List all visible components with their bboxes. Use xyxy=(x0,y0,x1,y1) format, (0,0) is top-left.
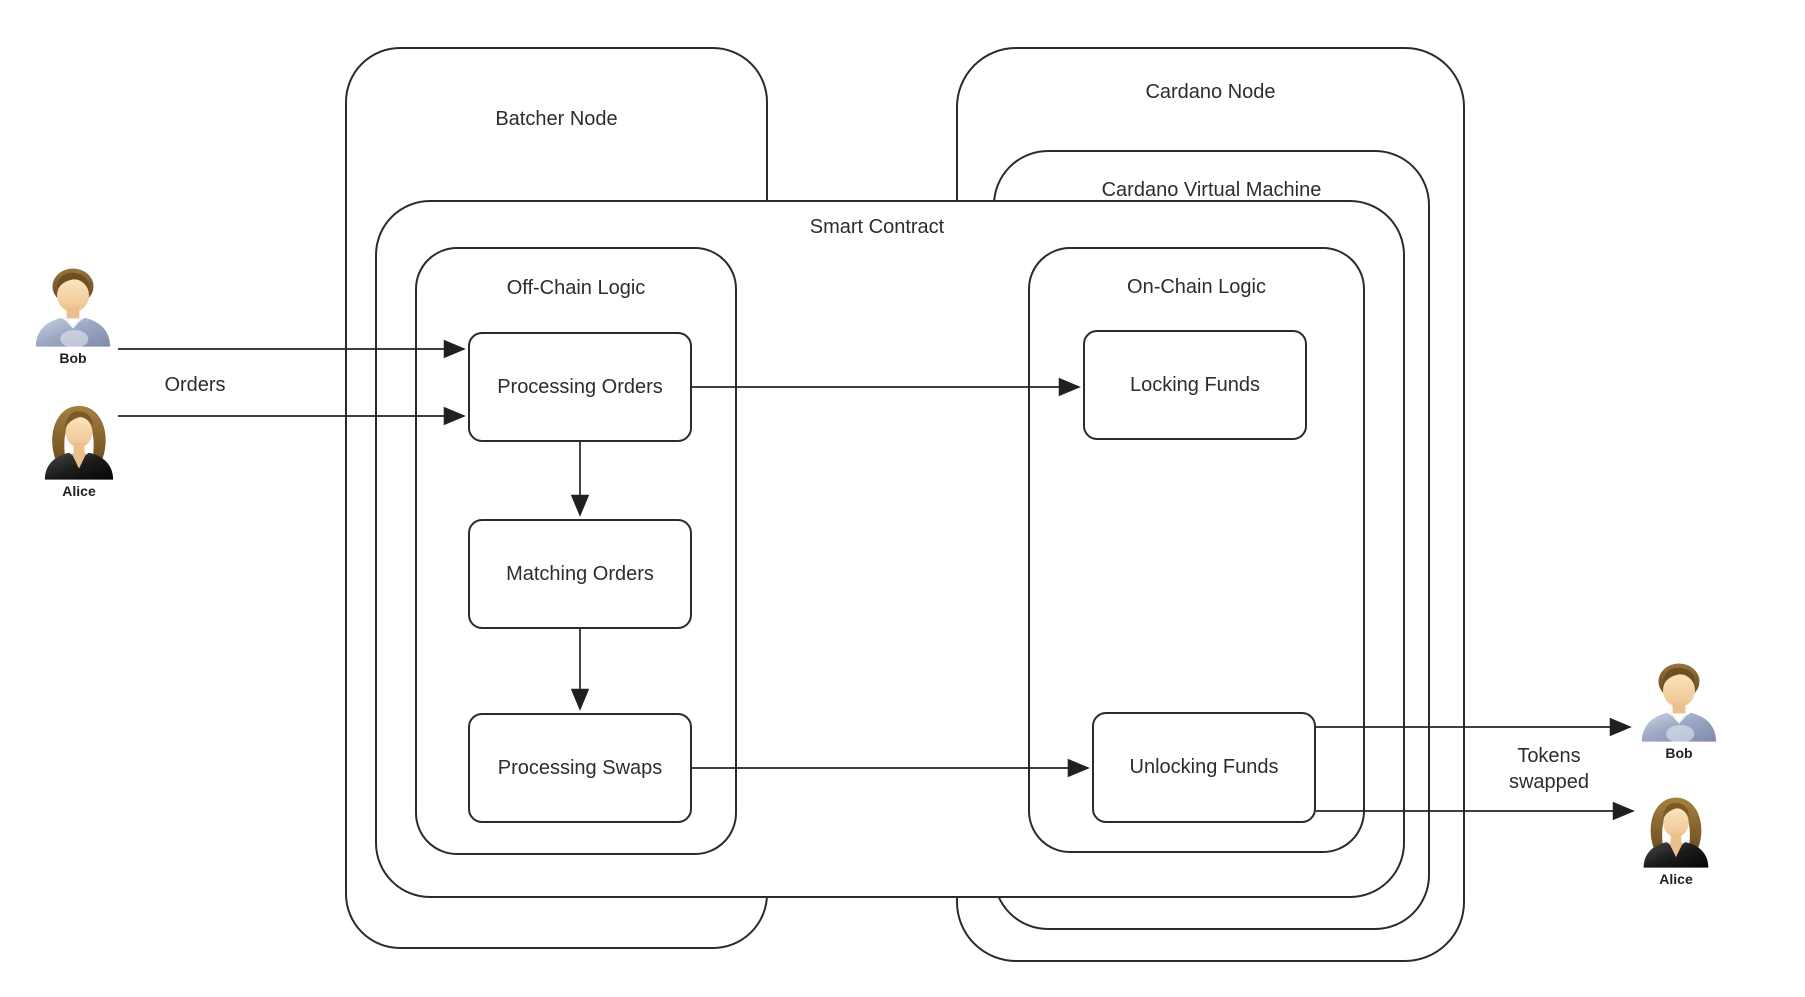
locking-funds-label: Locking Funds xyxy=(1129,373,1261,396)
unlocking-funds-label: Unlocking Funds xyxy=(1129,756,1279,778)
processing-orders-label: Processing Orders xyxy=(497,375,663,398)
bob-left-actor: Bob xyxy=(30,262,116,366)
bob-left-name: Bob xyxy=(59,350,87,366)
alice-left-name: Alice xyxy=(62,483,96,499)
tokens-swapped-line1: Tokens xyxy=(1517,745,1581,767)
off-chain-logic-label: Off-Chain Logic xyxy=(506,277,646,299)
matching-orders-label: Matching Orders xyxy=(506,562,654,585)
bob-right-name: Bob xyxy=(1665,745,1693,761)
locking-funds-box: Locking Funds xyxy=(1083,330,1307,440)
processing-orders-box: Processing Orders xyxy=(468,332,692,442)
matching-orders-box: Matching Orders xyxy=(468,519,692,629)
processing-swaps-box: Processing Swaps xyxy=(468,713,692,823)
alice-avatar-icon xyxy=(44,405,114,480)
bob-right-actor: Bob xyxy=(1636,657,1722,761)
tokens-swapped-line2: swapped xyxy=(1508,771,1590,793)
alice-avatar-icon xyxy=(1643,797,1709,868)
cardano-vm-label: Cardano Virtual Machine xyxy=(1101,179,1322,201)
unlocking-funds-box: Unlocking Funds xyxy=(1092,712,1316,823)
batcher-node-label: Batcher Node xyxy=(495,108,618,130)
alice-left-actor: Alice xyxy=(38,399,120,499)
smart-contract-label: Smart Contract xyxy=(809,216,945,238)
processing-swaps-label: Processing Swaps xyxy=(497,756,663,779)
alice-right-actor: Alice xyxy=(1637,791,1715,887)
on-chain-logic-label: On-Chain Logic xyxy=(1127,276,1266,298)
tokens-swapped-edge-label: Tokens swapped xyxy=(1489,743,1609,795)
alice-right-name: Alice xyxy=(1659,871,1693,887)
cardano-node-label: Cardano Node xyxy=(1145,81,1276,103)
orders-edge-label: Orders xyxy=(164,374,226,396)
bob-avatar-icon xyxy=(35,268,111,348)
bob-avatar-icon xyxy=(1641,663,1717,743)
